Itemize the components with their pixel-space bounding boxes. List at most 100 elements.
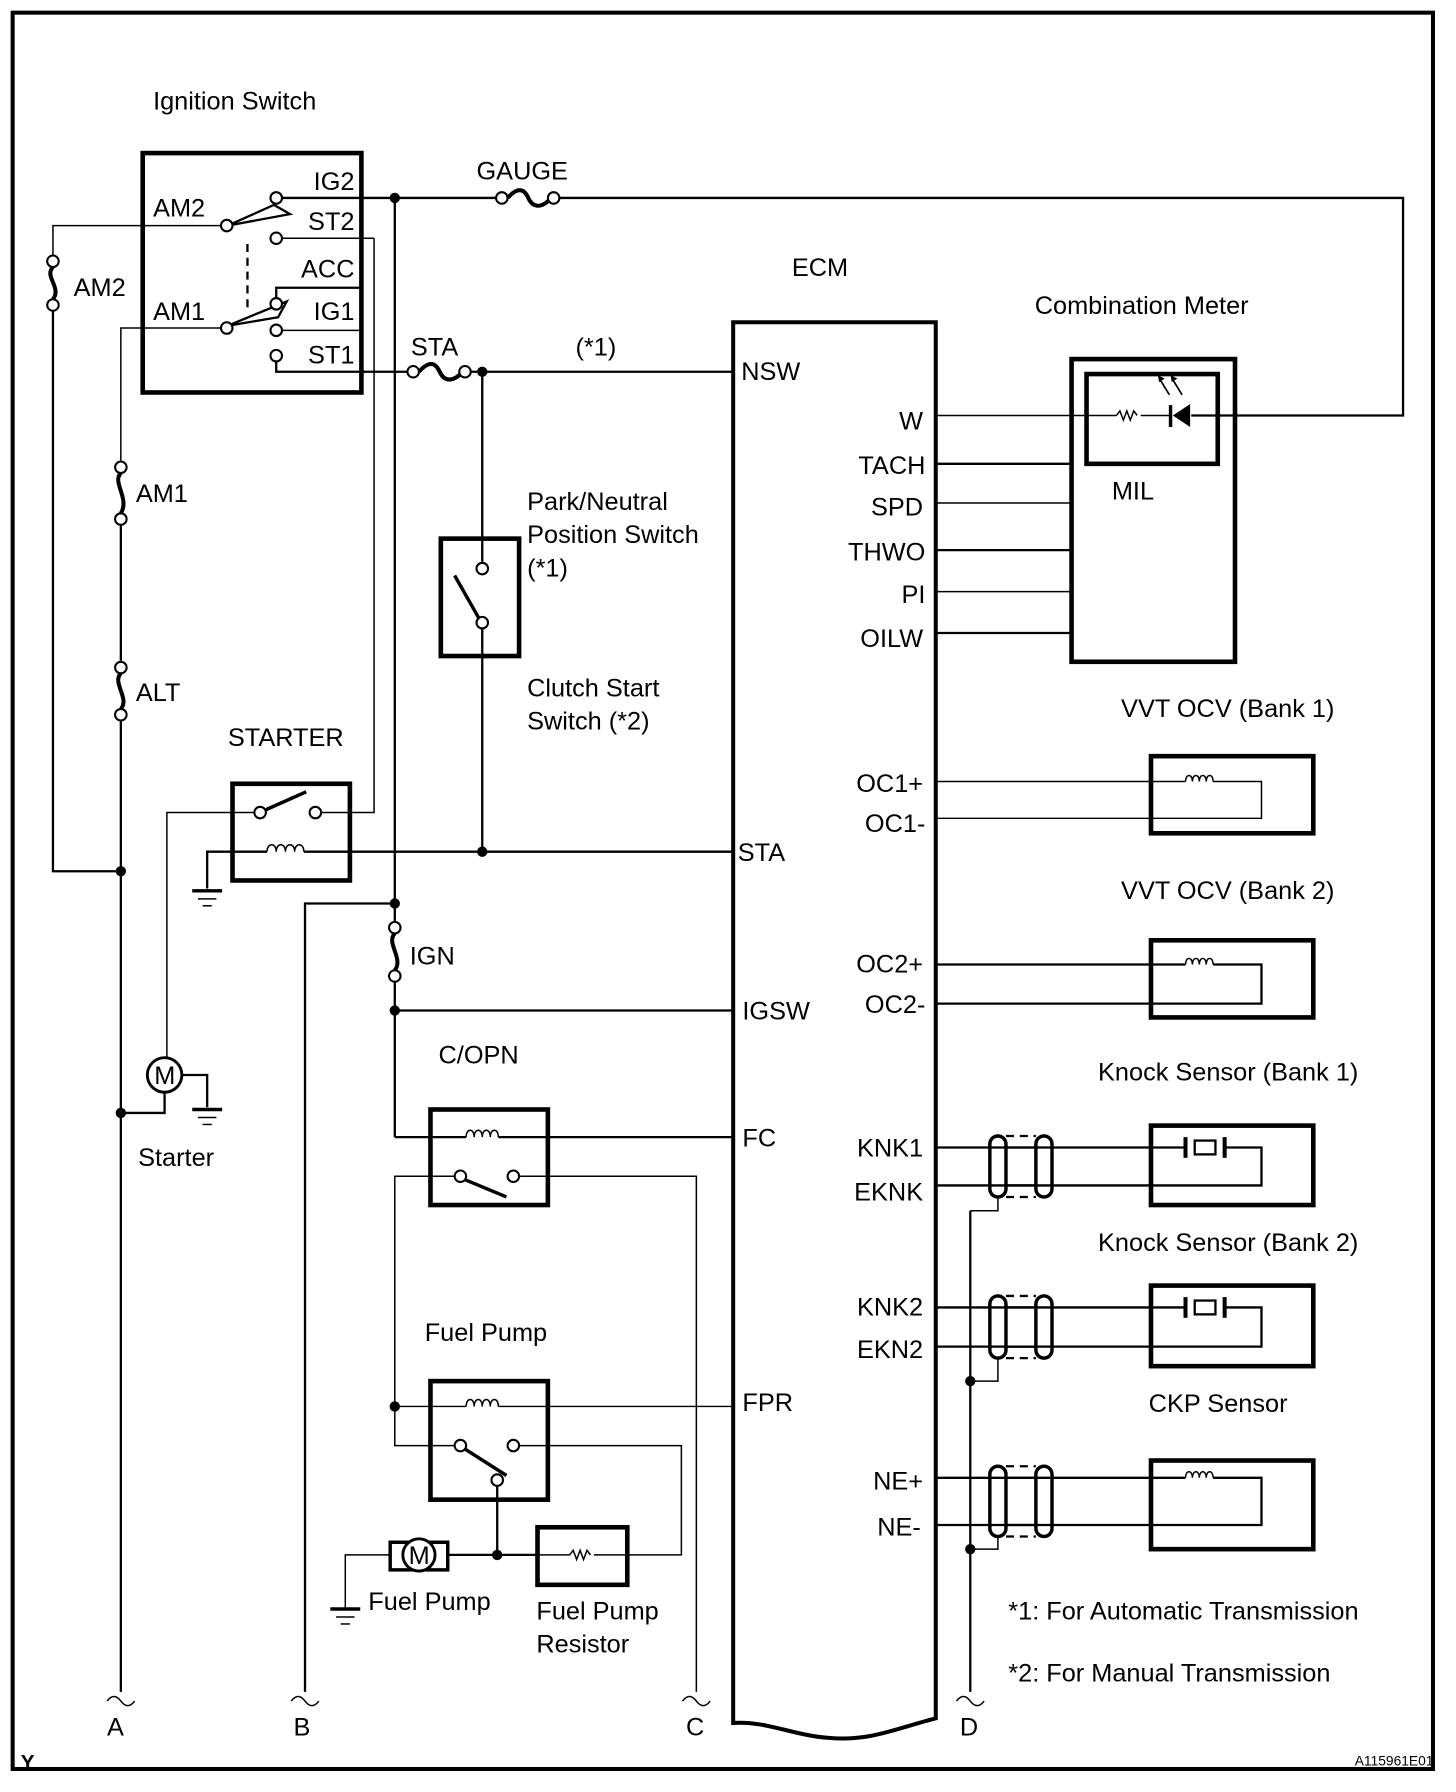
knock-sensor-bank2-return-wire <box>935 1306 1263 1348</box>
shield-icon <box>1034 1134 1054 1199</box>
ecm-pin-oc1m: OC1- <box>865 810 925 838</box>
knock-sensor-bank2-label: Knock Sensor (Bank 2) <box>1098 1229 1358 1257</box>
fuse-am2-label: AM2 <box>74 274 126 302</box>
fuel-pump-resistor: Fuel Pump Resistor <box>535 1524 659 1659</box>
resistor-icon <box>1115 408 1138 423</box>
starter-motor-symbol: M <box>154 1062 175 1090</box>
pin-st2: ST2 <box>308 208 354 236</box>
ecm-pin-knk1: KNK1 <box>857 1135 923 1163</box>
ecm-pin-fpr: FPR <box>742 1389 793 1417</box>
ecm-pin-oc1p: OC1+ <box>856 770 923 798</box>
park-neutral-line2: Position Switch <box>527 521 699 549</box>
vvt-ocv-bank2-label: VVT OCV (Bank 2) <box>1121 877 1334 905</box>
ecm-pin-igsw: IGSW <box>742 998 810 1026</box>
switch-blade-am1 <box>227 299 290 327</box>
am1-alt-circuit: AM1 ALT A <box>106 327 221 1742</box>
connector-c: C <box>686 1714 704 1742</box>
ecm-pin-sta: STA <box>738 839 785 867</box>
connector-a: A <box>107 1714 124 1742</box>
starter-motor: M Starter <box>120 1056 223 1172</box>
park-neutral-line1: Park/Neutral <box>527 488 668 516</box>
vvt-ocv-bank2: VVT OCV (Bank 2) <box>935 877 1334 1020</box>
junction-dot <box>965 1375 976 1387</box>
motor-icon <box>401 1537 437 1573</box>
ecm-pin-pi: PI <box>901 581 925 609</box>
pickup-coil-icon <box>1184 1471 1214 1478</box>
solenoid-coil-icon <box>1184 957 1214 965</box>
fuse-alt-label: ALT <box>136 679 181 707</box>
ecm-pin-oc2m: OC2- <box>865 991 925 1019</box>
nsw-note: (*1) <box>575 334 616 362</box>
park-neutral-line3: (*1) <box>527 555 568 583</box>
starter-relay-label: STARTER <box>228 724 344 752</box>
shield-icon <box>988 1134 1008 1199</box>
copn-relay: C/OPN C <box>394 1041 733 1742</box>
solenoid-coil-icon <box>1184 774 1214 782</box>
clutch-start-line1: Clutch Start <box>527 674 659 702</box>
ecm-pin-ekn2: EKN2 <box>857 1336 923 1364</box>
ecm-pin-fc: FC <box>742 1124 776 1152</box>
ecm-pin-knk2: KNK2 <box>857 1294 923 1322</box>
sta-circuit: STA (*1) <box>406 334 733 857</box>
pin-am1: AM1 <box>153 298 205 326</box>
connector-d: D <box>960 1714 978 1742</box>
fuel-pump-relay-label: Fuel Pump <box>425 1319 547 1347</box>
knock-sensor-bank1-shield-ground <box>970 1196 999 1212</box>
combination-meter: Combination Meter MIL <box>935 292 1249 665</box>
ignition-switch-title: Ignition Switch <box>153 87 316 115</box>
ecm-pin-oilw: OILW <box>860 625 923 653</box>
fuel-pump-relay: Fuel Pump <box>389 1319 733 1561</box>
ecm-pin-thwo: THWO <box>848 539 925 567</box>
pin-am2: AM2 <box>153 194 205 222</box>
fuse-ign-label: IGN <box>410 942 455 970</box>
combination-meter-title: Combination Meter <box>1035 292 1249 320</box>
corner-mark: Y <box>21 1751 35 1774</box>
copn-relay-label: C/OPN <box>439 1041 519 1069</box>
ecm-title: ECM <box>792 254 848 282</box>
ign-circuit: B IGN <box>290 898 733 1742</box>
fuel-pump-resistor-line1: Fuel Pump <box>536 1597 658 1625</box>
fuel-pump-resistor-line2: Resistor <box>536 1631 629 1659</box>
knock-sensor-bank1-label: Knock Sensor (Bank 1) <box>1098 1059 1358 1087</box>
pin-acc: ACC <box>301 255 354 283</box>
knock-sensor-bank2-shield-ground <box>970 1358 999 1382</box>
ecm-pin-w: W <box>899 407 923 435</box>
ignition-switch-box <box>140 150 364 395</box>
ecm-pin-tach: TACH <box>858 452 925 480</box>
fuse-am1-label: AM1 <box>136 480 188 508</box>
fuel-pump-motor-symbol: M <box>409 1542 430 1570</box>
shielded-sensors: Knock Sensor (Bank 1) Knock Sensor (Bank… <box>935 1059 1358 1742</box>
ecm-pin-nem: NE- <box>877 1513 921 1541</box>
fuel-pump-motor: M Fuel Pump <box>330 1537 538 1625</box>
ignition-switch: Ignition Switch AM2 AM1 IG2 ST2 ACC IG1 … <box>140 87 408 395</box>
piezo-icon <box>1193 1139 1217 1156</box>
knock-sensor-bank2-box <box>1148 1283 1316 1369</box>
vvt-ocv-bank1-label: VVT OCV (Bank 1) <box>1121 695 1334 723</box>
am2-fuse-circuit: AM2 <box>46 224 221 873</box>
fuel-pump-motor-label: Fuel Pump <box>368 1588 490 1616</box>
knock-sensor-bank1-return-wire <box>935 1146 1263 1187</box>
park-neutral-switch: Park/Neutral Position Switch (*1) Clutch… <box>438 488 699 736</box>
fuse-gauge-label: GAUGE <box>477 158 568 186</box>
resistor-icon <box>569 1548 592 1562</box>
ecm: ECM NSW STA IGSW FC FPR W TACH SPD THWO … <box>731 254 938 1741</box>
junction-dot <box>965 1543 976 1555</box>
footnote-2: *2: For Manual Transmission <box>1008 1660 1330 1688</box>
ckp-sensor-shield-ground <box>970 1536 999 1550</box>
starter-relay: STARTER <box>166 238 733 1057</box>
ckp-sensor-box <box>1148 1458 1316 1552</box>
pin-ig1: IG1 <box>314 298 355 326</box>
switch-blade-am2 <box>227 203 294 227</box>
pin-st1: ST1 <box>308 342 354 370</box>
ckp-sensor-label: CKP Sensor <box>1149 1390 1288 1418</box>
mil-label: MIL <box>1112 478 1154 506</box>
shield-icon <box>1034 1294 1054 1360</box>
ecm-pin-eknk: EKNK <box>854 1178 923 1206</box>
shield-icon <box>988 1294 1008 1360</box>
footnote-1: *1: For Automatic Transmission <box>1008 1597 1358 1625</box>
pin-ig2: IG2 <box>314 168 355 196</box>
starter-motor-label: Starter <box>138 1144 215 1172</box>
led-icon <box>1172 403 1191 427</box>
ecm-pin-nep: NE+ <box>873 1467 923 1495</box>
